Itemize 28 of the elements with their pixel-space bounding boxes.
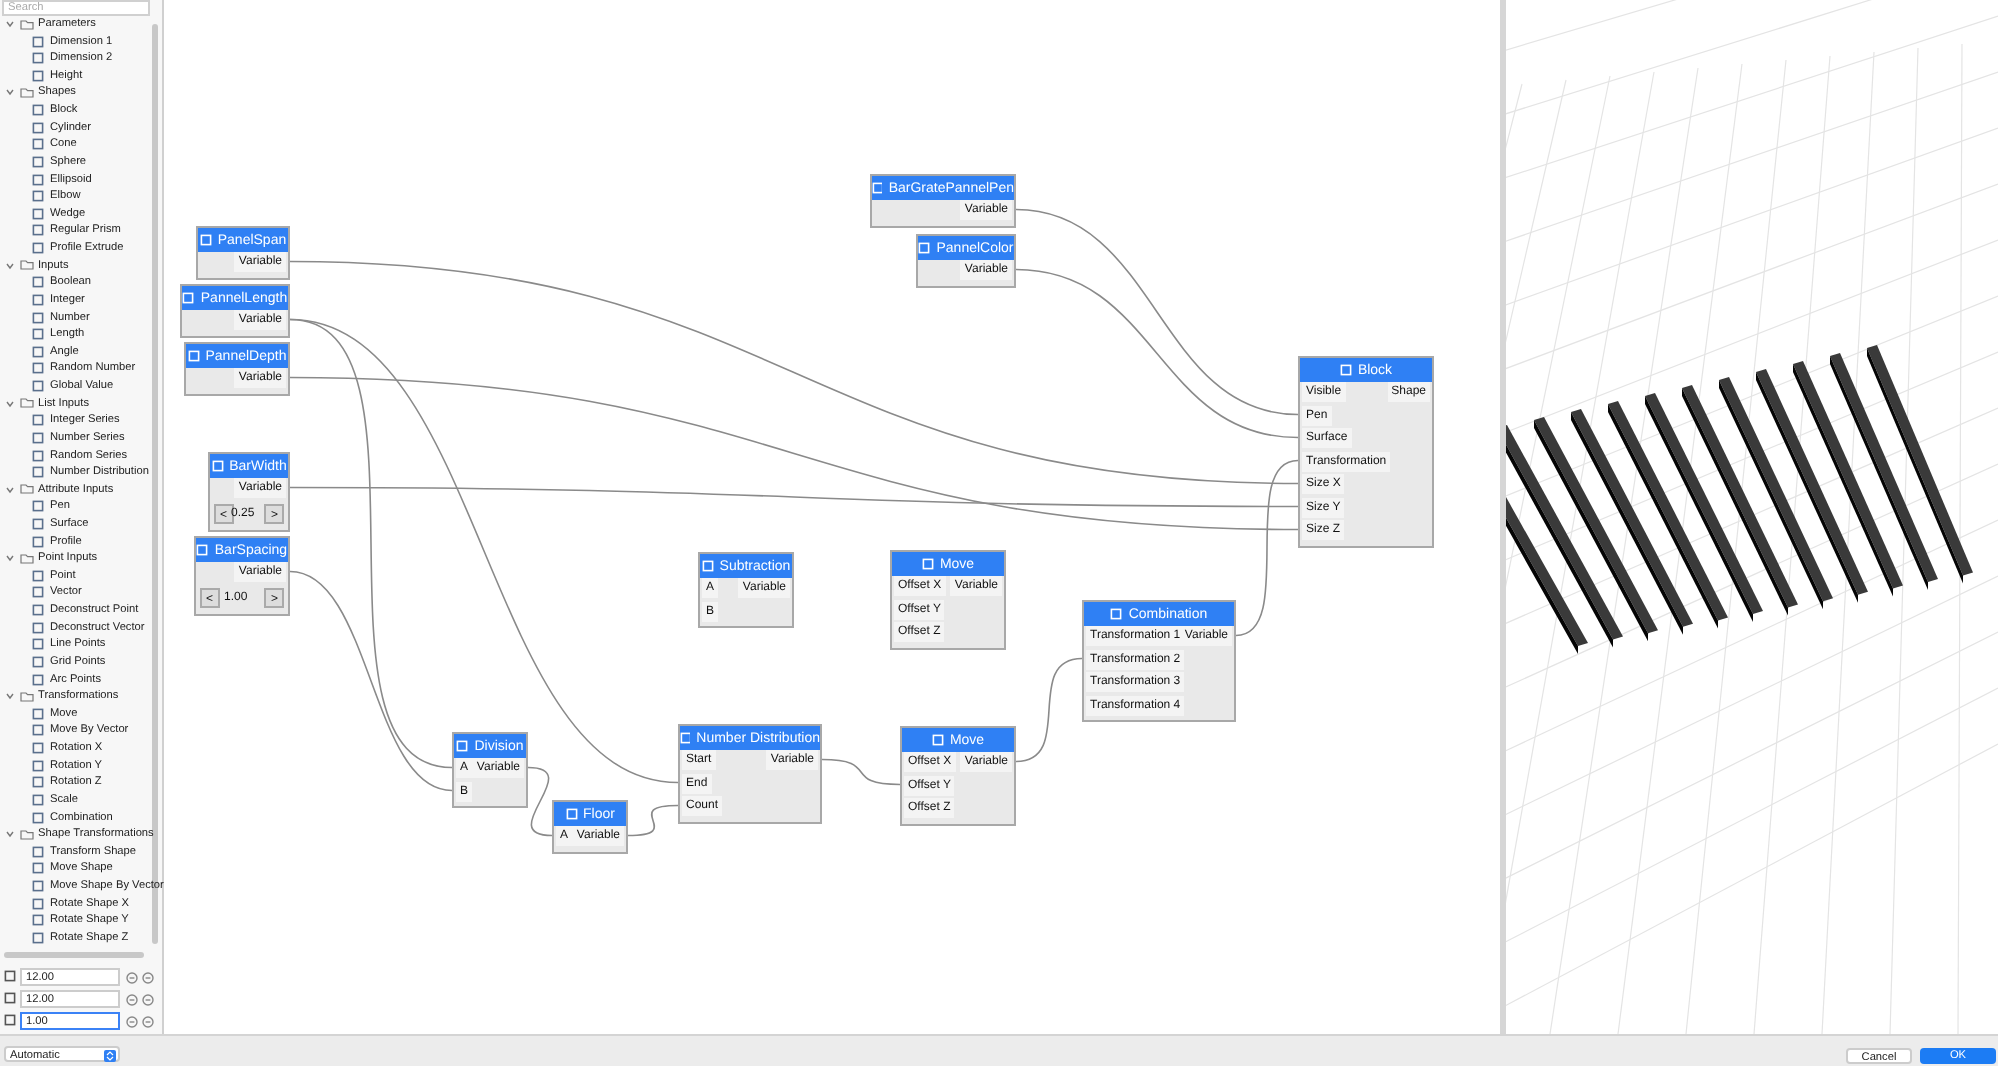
connector-line (1015, 208, 1299, 416)
connector-line (289, 318, 453, 769)
connector-line (289, 376, 1299, 531)
node-card (870, 174, 1016, 227)
node-card (678, 724, 822, 823)
connector-line (627, 804, 679, 837)
node-card (900, 726, 1016, 825)
node-card (194, 536, 290, 615)
node-card (698, 552, 794, 628)
connector-line (1015, 657, 1083, 763)
node-card (552, 800, 628, 853)
connector-line (527, 766, 553, 837)
node-card (452, 732, 528, 808)
connector-line (289, 318, 679, 784)
connector-line (821, 758, 901, 786)
node-card (196, 226, 290, 279)
node-card (180, 284, 290, 337)
node-card (916, 234, 1016, 287)
connector-line (289, 486, 1299, 508)
node-card (184, 342, 290, 395)
connector-line (289, 570, 453, 792)
connector-line (1235, 459, 1299, 637)
node-card (208, 452, 290, 531)
node-card (1082, 600, 1236, 722)
connector-line (1015, 268, 1299, 439)
connector-line (289, 260, 1299, 485)
node-card (890, 550, 1006, 649)
node-card (1298, 356, 1434, 547)
